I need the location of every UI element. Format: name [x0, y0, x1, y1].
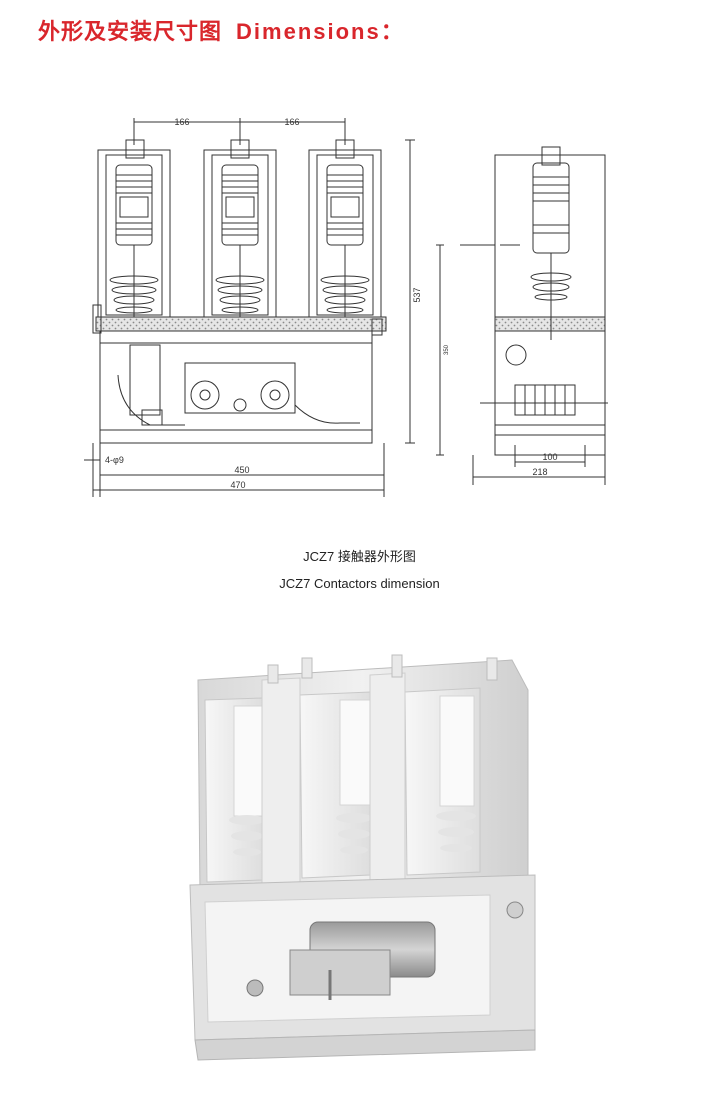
dim-218: 218 [532, 467, 547, 477]
dim-100: 100 [542, 452, 557, 462]
pole-bay-3 [404, 687, 481, 876]
product-photo [189, 654, 536, 1061]
dim-166-left: 166 [174, 117, 189, 127]
side-frame [494, 154, 606, 456]
caption-zh: JCZ7 接触器外形图 [303, 549, 416, 564]
title-zh: 外形及安装尺寸图 [38, 19, 223, 44]
title-en: Dimensions： [236, 19, 405, 44]
dimension-drawing: 166 166 537 350 4-φ9 450 470 100 218 [84, 117, 608, 497]
pole-bay-2 [299, 691, 372, 879]
caption-en: JCZ7 Contactors dimension [279, 576, 440, 591]
dim-537: 537 [412, 287, 422, 302]
magnet-block [184, 362, 296, 414]
dim-470: 470 [230, 480, 245, 490]
dim-166-right: 166 [284, 117, 299, 127]
dim-mount-holes: 4-φ9 [105, 455, 124, 465]
dim-450: 450 [234, 465, 249, 475]
page-title: 外形及安装尺寸图 Dimensions： [38, 14, 405, 46]
dim-350: 350 [444, 344, 450, 355]
base-chassis [99, 330, 373, 444]
pole-bay-1 [204, 697, 265, 883]
